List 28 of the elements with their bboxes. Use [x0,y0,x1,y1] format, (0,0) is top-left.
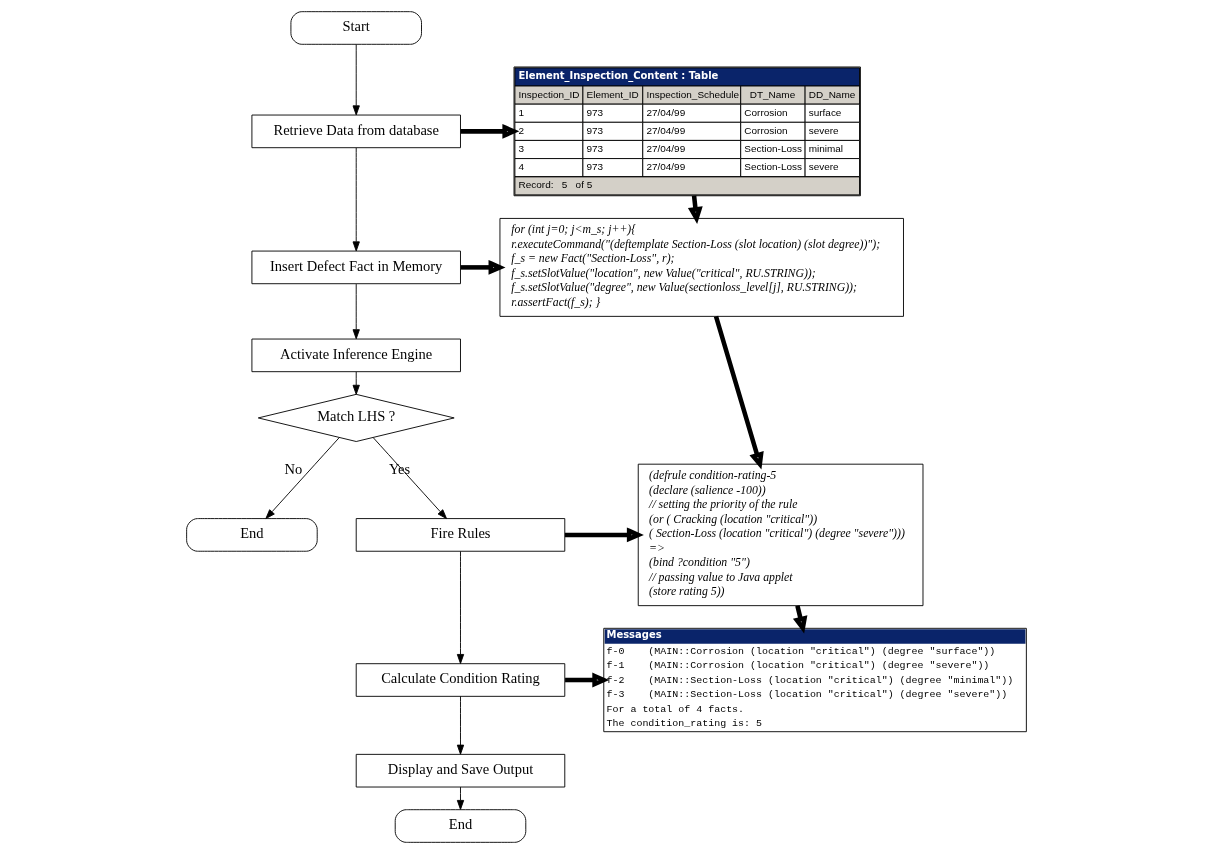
node-box: (defrule condition-rating-5 (declare (salience -100)) // setting the priority of the rule (or ( Cracking (location "critical")) ( Section-Loss (location "critical") (degree "severe"))) => (bind ?condition "5") // passing value to Java applet (store rating 5)) [637,463,923,607]
node-box: Start [289,11,422,45]
node-diamond: Match LHS ? [257,393,455,442]
arrow [713,315,764,470]
node-box: End [394,809,526,843]
node-box: Calculate Condition Rating [355,663,565,697]
arrow [456,550,464,664]
arrow [352,43,360,116]
node-box: Activate Inference Engine [250,338,461,373]
node-box: Retrieve Data from database [250,114,461,149]
arrow [352,371,360,395]
arrow [460,123,519,139]
node-box: End [185,518,318,552]
arrow [564,672,609,688]
arrow [264,437,340,520]
arrow [372,437,447,520]
edge-label: Yes [388,460,410,477]
arrow [456,786,464,810]
edge-label: No [284,460,302,477]
arrow [456,695,464,755]
arrow [352,283,360,340]
arrow [352,147,360,252]
arrow [564,527,644,543]
node-box: Display and Save Output [355,753,565,788]
node-box: for (int j=0; j<m_s; j++){ r.executeCommand("(deftemplate Section-Loss (slot location) (slot degree))"); f_s = new Fact("Section-Loss", r); f_s.setSlotValue("location", new Value("critical", RU.STRING)); f_s.setSlotValue("degree", new Value(sectionloss_level[j], RU.STRING)); r.assertFact(f_s); } [499,217,904,317]
node-box: Fire Rules [355,518,565,552]
node-box: Insert Defect Fact in Memory [250,250,461,285]
arrow [460,259,505,275]
